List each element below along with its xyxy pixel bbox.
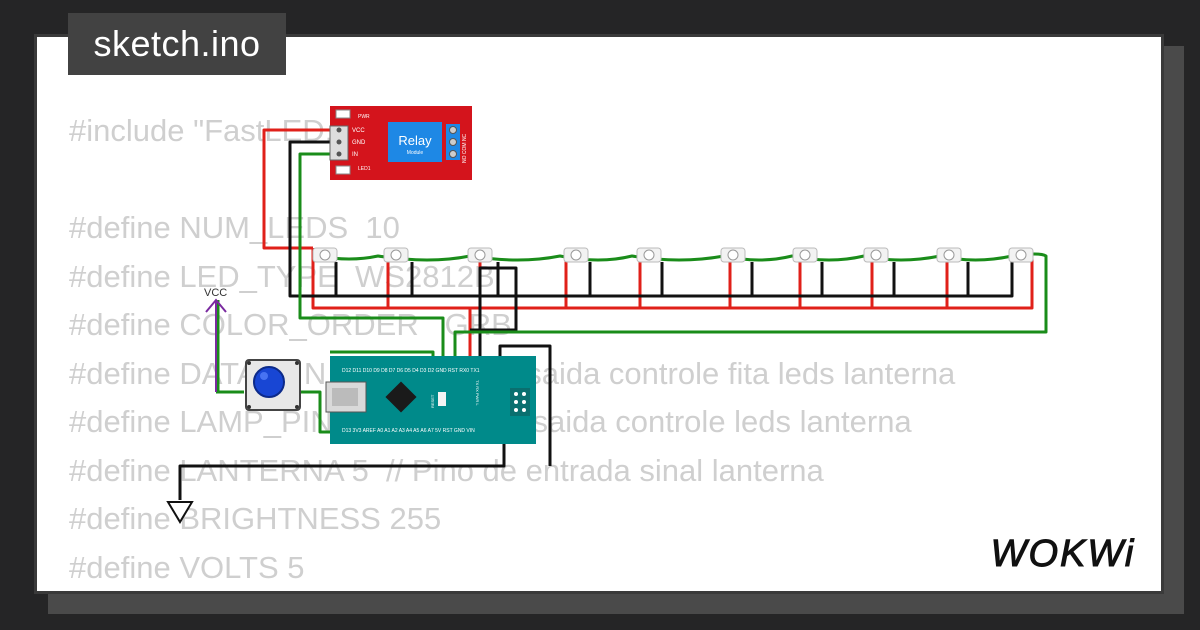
svg-text:PWR: PWR [358, 114, 370, 120]
code-line: #define LANTERNA 5 // Pino de entrada si… [69, 452, 824, 488]
wire-gnd-button [178, 432, 506, 500]
wire-5v-strip [311, 248, 1034, 310]
led-pixel[interactable] [863, 247, 889, 263]
svg-text:GND: GND [352, 140, 366, 146]
code-line: #define BRIGHTNESS 255 [69, 501, 442, 536]
relay-module[interactable]: PWR LED1 VCC GND IN Relay Module NO COM … [329, 106, 472, 180]
led-strip [312, 247, 1034, 263]
led-pixel[interactable] [1008, 247, 1034, 263]
led-pixel[interactable] [467, 247, 493, 263]
arduino-nano[interactable]: D12 D11 D10 D9 D8 D7 D6 D5 D4 D3 D2 GND … [325, 356, 536, 444]
wire-gnd-arduino-top [470, 266, 518, 362]
led-pixel[interactable] [936, 247, 962, 263]
svg-text:VCC: VCC [204, 287, 227, 299]
led-pixel[interactable] [383, 247, 409, 263]
svg-text:Relay: Relay [398, 133, 432, 148]
svg-text:RESET: RESET [430, 394, 435, 408]
mcu-chip-icon [385, 381, 417, 413]
push-button[interactable] [245, 359, 301, 411]
vcc-arrow-icon [205, 298, 227, 392]
wire-button-signal [216, 300, 244, 394]
svg-text:WOKWi: WOKWi [991, 533, 1136, 575]
reset-button-icon [438, 392, 446, 406]
led-pixel[interactable] [312, 247, 338, 263]
code-line: #define VOLTS 5 [69, 549, 305, 585]
led-pixel[interactable] [720, 247, 746, 263]
svg-text:TX RX PWR L: TX RX PWR L [475, 380, 480, 406]
led-pixel[interactable] [563, 247, 589, 263]
ground-icon [166, 501, 194, 524]
wire-gnd-side [498, 344, 552, 466]
wokwi-logo: WOKWi [976, 520, 1150, 582]
svg-text:D12 D11 D10 D9 D8 D7 D6 D5 D4: D12 D11 D10 D9 D8 D7 D6 D5 D4 D3 D2 GND … [342, 368, 480, 374]
file-title: sketch.ino [68, 13, 286, 75]
wire-gnd-relay [288, 140, 1014, 298]
wire-data-relay [298, 152, 445, 362]
wire-gnd-leds [334, 262, 970, 296]
svg-text:VCC: VCC [352, 128, 365, 134]
svg-text:LED1: LED1 [358, 166, 371, 172]
relay-box [388, 122, 442, 162]
svg-text:NO COM NC: NO COM NC [462, 133, 468, 163]
wire-5v-leds [386, 258, 949, 308]
led-pixel[interactable] [792, 247, 818, 263]
vcc-symbol: VCC [204, 287, 227, 392]
svg-text:Module: Module [407, 150, 424, 156]
code-line: #define LED_TYPE WS2812B [69, 258, 495, 294]
led-pixel[interactable] [636, 247, 662, 263]
wire-button-d5 [301, 390, 330, 434]
svg-text:D13 3V3 AREF A0 A1 A2 A3 A4 A5: D13 3V3 AREF A0 A1 A2 A3 A4 A5 A6 A7 5V … [342, 428, 475, 434]
svg-text:IN: IN [352, 152, 358, 158]
